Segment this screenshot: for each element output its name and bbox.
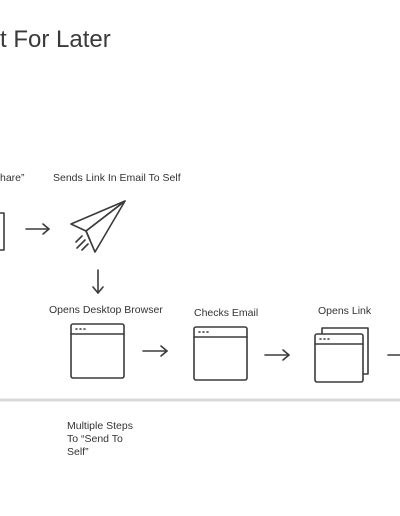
opens-link-label: Opens Link bbox=[318, 305, 372, 317]
arrow-right-icon bbox=[264, 349, 290, 361]
multiple-steps-note: Multiple Steps To “Send To Self” bbox=[67, 420, 133, 458]
browser-icon bbox=[0, 212, 5, 251]
browser-window-icon bbox=[70, 323, 125, 379]
share-label: hare” bbox=[0, 172, 25, 184]
arrow-down-icon bbox=[92, 269, 104, 294]
paper-plane-icon bbox=[70, 200, 126, 253]
browser-window-icon bbox=[193, 326, 248, 381]
arrow-right-icon bbox=[142, 345, 168, 357]
desktop-browser-label: Opens Desktop Browser bbox=[49, 304, 163, 316]
arrow-right-icon bbox=[25, 223, 50, 235]
stacked-windows-icon bbox=[314, 327, 369, 383]
email-self-label: Sends Link In Email To Self bbox=[53, 172, 181, 184]
page-title: t For Later bbox=[0, 26, 111, 53]
checks-email-label: Checks Email bbox=[194, 307, 259, 319]
